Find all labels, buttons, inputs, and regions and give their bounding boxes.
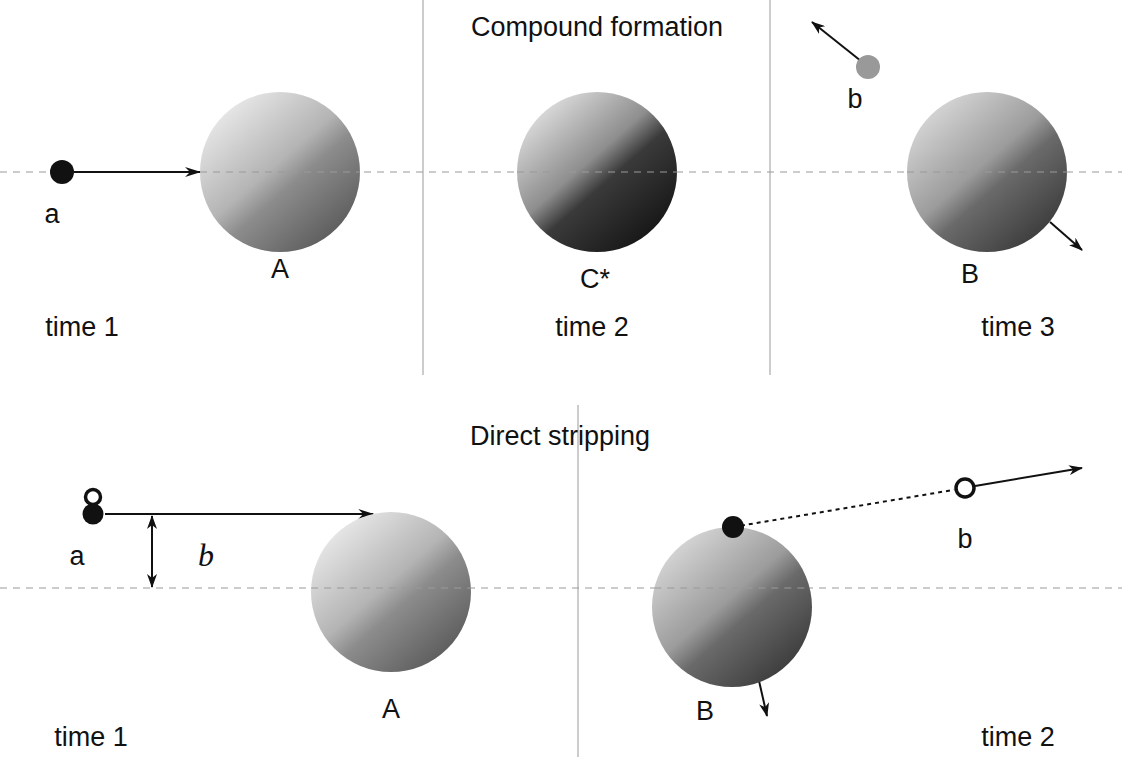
trajectory-arrow: [74, 171, 200, 173]
node-label-holder: B: [696, 697, 714, 727]
time-label: time 1: [54, 722, 128, 752]
recoil-arrow: [1050, 222, 1082, 250]
ejectile-particle-shape: [856, 55, 880, 79]
node-label-holder: A: [271, 255, 289, 285]
section-title: Direct stripping: [470, 421, 650, 451]
target-nucleus-shape: [200, 92, 360, 252]
node-label-holder: b: [847, 85, 862, 115]
residual-nucleus-shape: [907, 92, 1067, 252]
residual-nucleus: B: [907, 92, 1067, 252]
node-label-holder: A: [382, 695, 400, 725]
ejectile-particle-shape: [954, 477, 976, 499]
target-nucleus: A: [200, 92, 360, 252]
time-label-holder: time 2: [981, 723, 1055, 753]
ejectile-arrow: [812, 22, 866, 65]
trajectory-arrow: [105, 513, 373, 515]
node-label-holder: a: [69, 542, 84, 572]
beam-axis: [0, 587, 1122, 588]
node-label-holder: B: [961, 260, 979, 290]
impact-arrow: [151, 516, 153, 587]
separator: [423, 0, 424, 375]
time-label-holder: time 1: [54, 723, 128, 753]
node-label: a: [69, 541, 84, 571]
target-nucleus: A: [311, 512, 471, 672]
section-title-holder: Direct stripping: [470, 422, 650, 452]
transfer-line: [733, 490, 954, 527]
compound-nucleus: C*: [517, 92, 677, 252]
node-label-holder: a: [44, 200, 59, 230]
ejectile-particle: b: [954, 477, 976, 499]
node-label: b: [957, 524, 972, 554]
residual-nucleus-shape: [652, 527, 812, 687]
impact-parameter-holder: b: [198, 538, 214, 573]
node-label: B: [961, 259, 979, 289]
node-label-holder: C*: [580, 265, 610, 295]
node-label: a: [44, 199, 59, 229]
node-label: A: [271, 254, 289, 284]
ejectile-particle: b: [856, 55, 880, 79]
separator: [770, 0, 771, 375]
time-label-holder: time 3: [981, 313, 1055, 343]
node-label: b: [847, 84, 862, 114]
impact-parameter: b: [198, 537, 214, 573]
node-label: B: [696, 696, 714, 726]
node-label-holder: b: [957, 525, 972, 555]
time-label: time 1: [45, 312, 119, 342]
time-label-holder: time 1: [45, 313, 119, 343]
node-label: A: [382, 694, 400, 724]
time-label: time 2: [555, 312, 629, 342]
node-label: C*: [580, 264, 610, 294]
residual-nucleus: B: [652, 527, 812, 687]
section-title: Compound formation: [471, 12, 723, 42]
compound-nucleus-shape: [517, 92, 677, 252]
projectile-particle: a: [50, 160, 74, 184]
projectile-particle-shape: [50, 160, 74, 184]
separator: [578, 405, 579, 757]
section-title-holder: Compound formation: [471, 13, 723, 43]
target-nucleus-shape: [311, 512, 471, 672]
time-label-holder: time 2: [555, 313, 629, 343]
time-label: time 3: [981, 312, 1055, 342]
projectile-particle-shape: [81, 489, 105, 525]
projectile-particle: a: [81, 489, 105, 525]
ejectile-arrow: [975, 468, 1082, 486]
time-label: time 2: [981, 722, 1055, 752]
